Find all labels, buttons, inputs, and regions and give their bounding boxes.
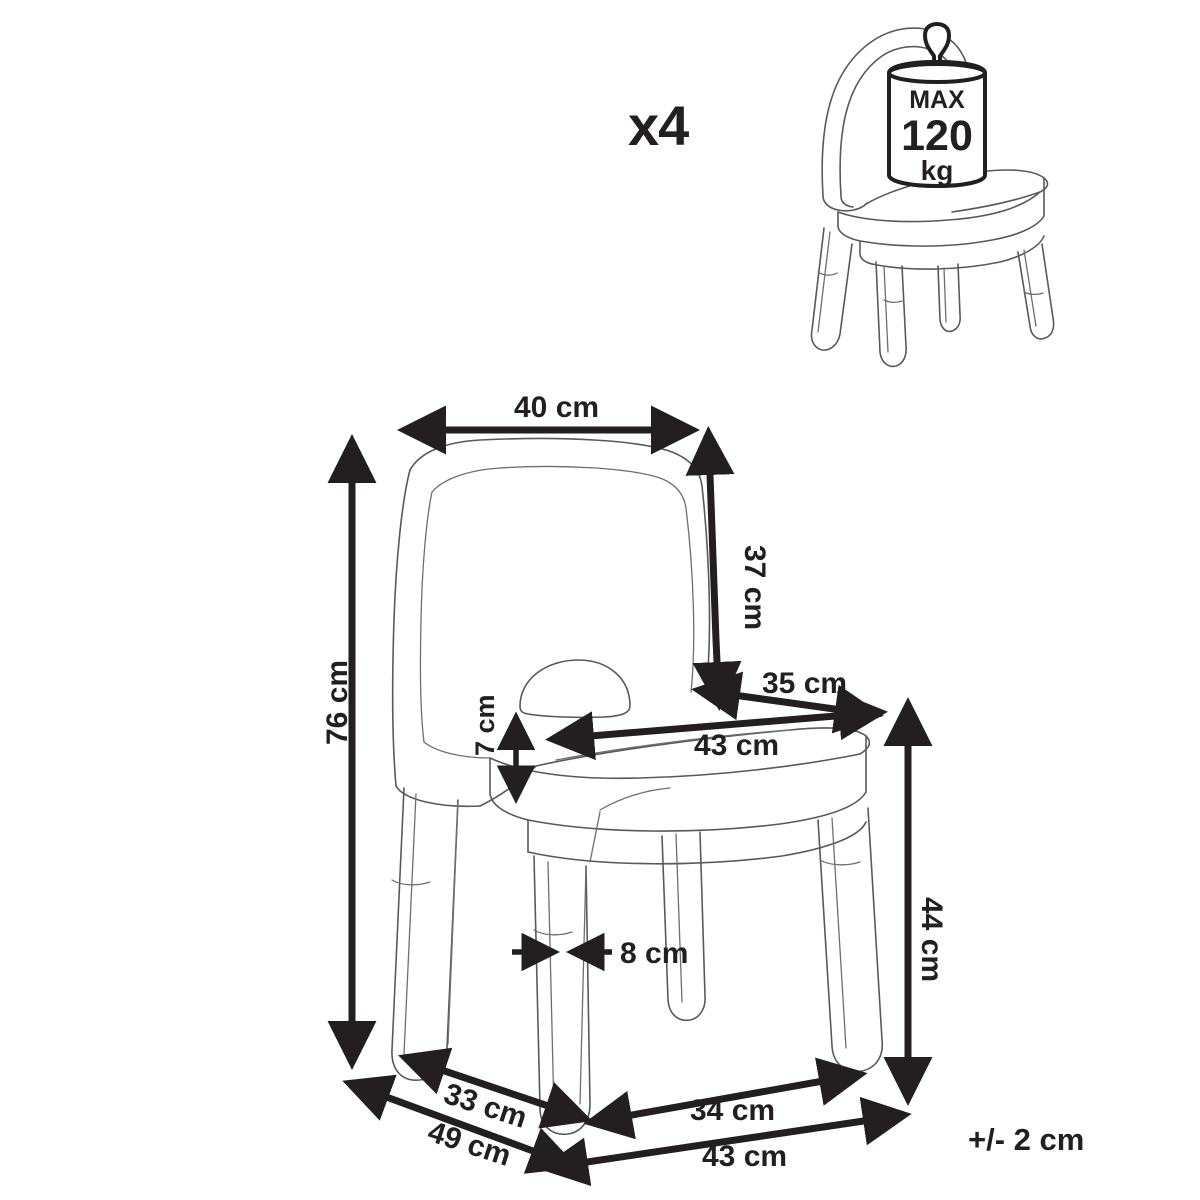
weight-max-text: MAX [909, 86, 965, 114]
dim-leg-width: 8 cm [512, 932, 688, 972]
quantity-label: x4 [628, 94, 689, 157]
dim-leg-width-label: 8 cm [620, 937, 688, 970]
dim-seat-lip: 7 cm [470, 694, 536, 804]
dim-backrest-width: 40 cm [397, 391, 700, 455]
dim-backrest-width-label: 40 cm [514, 391, 599, 424]
dim-base-width: 43 cm [539, 1096, 912, 1187]
weight-icon [887, 22, 987, 188]
dim-base-front-width: 34 cm [583, 1057, 868, 1140]
dim-seat-width-label: 43 cm [694, 729, 779, 762]
dim-total-height: 76 cm [321, 434, 377, 1070]
dim-seat-height-label: 44 cm [915, 897, 948, 982]
dim-seat-depth: 35 cm [691, 667, 884, 734]
dim-seat-height: 44 cm [883, 697, 948, 1106]
dim-seat-lip-label: 7 cm [470, 694, 500, 756]
tolerance-note: +/- 2 cm [968, 1122, 1085, 1157]
dim-seat-width: 43 cm [545, 691, 888, 762]
dim-backrest-height-label: 37 cm [738, 545, 771, 630]
dim-base-width-label: 43 cm [702, 1140, 787, 1173]
weight-unit-text: kg [921, 155, 954, 186]
dim-base-front-width-label: 34 cm [690, 1094, 775, 1127]
dim-backrest-height: 37 cm [685, 426, 771, 711]
weight-value-text: 120 [901, 112, 973, 160]
dim-seat-depth-label: 35 cm [762, 667, 847, 700]
dim-total-height-label: 76 cm [321, 660, 354, 745]
